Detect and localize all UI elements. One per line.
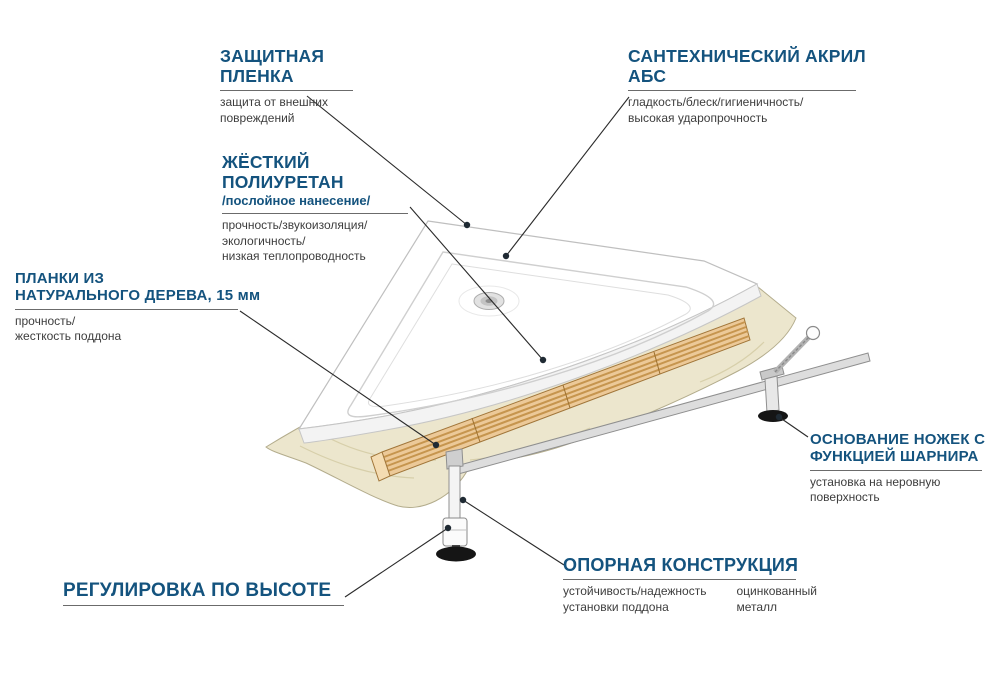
leader-dot <box>444 524 452 532</box>
center-leg <box>448 465 461 520</box>
leader-line-wood <box>239 310 437 446</box>
sanitary-acrylic-title: САНТЕХНИЧЕСКИЙ АКРИЛ АБС <box>628 46 866 86</box>
support-structure-material: оцинкованный металл <box>736 584 817 614</box>
protective-film-title: ЗАЩИТНАЯ ПЛЕНКА <box>220 46 325 86</box>
leader-dot <box>463 221 471 229</box>
support-structure-title: ОПОРНАЯ КОНСТРУКЦИЯ <box>563 555 799 575</box>
basin-rim-inner <box>368 263 691 408</box>
leader-dot <box>539 356 547 364</box>
leader-line-leg-base <box>778 416 809 438</box>
sanitary-acrylic-desc: гладкость/блеск/гигиеничность/ высокая у… <box>628 95 804 125</box>
tray-front-rim <box>298 283 762 444</box>
hinge-ball <box>805 325 821 341</box>
drain-guide-ring <box>458 285 520 317</box>
wood-joint <box>653 351 661 375</box>
label-polyurethane: ЖЁСТКИЙ ПОЛИУРЕТАН /послойное нанесение/… <box>222 152 408 265</box>
label-support-structure: ОПОРНАЯ КОНСТРУКЦИЯ устойчивость/надежно… <box>563 555 883 615</box>
basin-rim-outer <box>347 251 715 418</box>
adjuster-cylinder <box>442 517 468 547</box>
center-leg-connector <box>445 448 464 470</box>
leader-line-support <box>462 499 565 566</box>
leader-dot <box>432 441 440 449</box>
leader-line-acrylic <box>505 96 630 257</box>
leader-dot <box>775 413 783 421</box>
label-leg-base-hinge: ОСНОВАНИЕ НОЖЕК С ФУНКЦИЕЙ ШАРНИРА устан… <box>810 431 986 506</box>
protective-film-desc: защита от внешних повреждений <box>220 95 328 125</box>
hinge-bolt-thread <box>774 335 811 373</box>
right-leg <box>764 375 780 414</box>
wood-joint <box>471 417 481 443</box>
leader-line-film <box>306 95 468 226</box>
foam-contour <box>299 445 415 479</box>
wood-joint <box>562 384 571 409</box>
polyurethane-title: ЖЁСТКИЙ ПОЛИУРЕТАН <box>222 152 344 192</box>
wood-end-cap <box>370 451 391 482</box>
leg-base-title: ОСНОВАНИЕ НОЖЕК С ФУНКЦИЕЙ ШАРНИРА <box>810 431 986 465</box>
polyurethane-desc: прочность/звукоизоляция/ экологичность/ … <box>222 218 368 264</box>
leader-dot <box>459 496 467 504</box>
height-adjustment-title: РЕГУЛИРОВКА ПО ВЫСОТЕ <box>63 580 332 601</box>
label-sanitary-acrylic: САНТЕХНИЧЕСКИЙ АКРИЛ АБС гладкость/блеск… <box>628 46 866 126</box>
label-wood-planks: ПЛАНКИ ИЗ НАТУРАЛЬНОГО ДЕРЕВА, 15 мм про… <box>15 270 261 345</box>
leader-dot <box>502 252 510 260</box>
center-foot <box>436 546 476 562</box>
leader-line-polyurethane <box>409 206 544 361</box>
polyurethane-subtitle: /послойное нанесение/ <box>222 193 371 209</box>
label-protective-film: ЗАЩИТНАЯ ПЛЕНКА защита от внешних повреж… <box>220 46 353 126</box>
leader-line-height-adjust <box>344 527 449 598</box>
wood-planks-title: ПЛАНКИ ИЗ НАТУРАЛЬНОГО ДЕРЕВА, 15 мм <box>15 270 261 304</box>
wood-planks-desc: прочность/ жесткость поддона <box>15 313 122 344</box>
leg-base-desc: установка на неровную поверхность <box>810 474 941 505</box>
support-structure-desc: устойчивость/надежность установки поддон… <box>563 584 707 614</box>
foam-contour <box>699 341 765 383</box>
label-height-adjustment: РЕГУЛИРОВКА ПО ВЫСОТЕ <box>63 580 344 607</box>
